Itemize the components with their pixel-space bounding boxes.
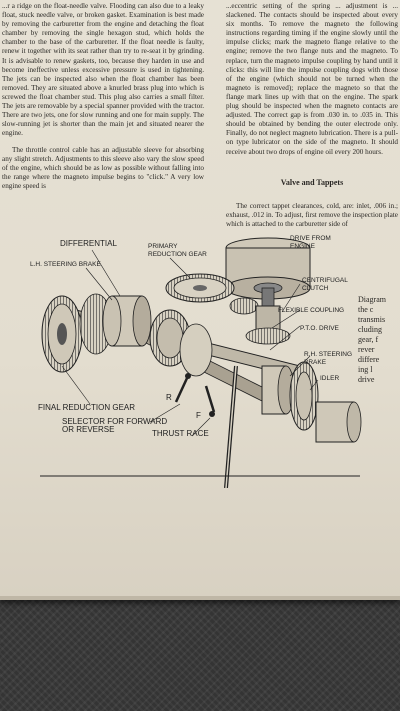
caption-line: drive bbox=[358, 375, 375, 384]
caption-line: differe bbox=[358, 355, 380, 364]
label-differential: DIFFERENTIAL bbox=[60, 239, 117, 248]
label-final-reduction-gear: FINAL REDUCTION GEAR bbox=[38, 403, 135, 412]
label-flexible-coupling: FLEXIBLE COUPLING bbox=[278, 307, 344, 314]
idler-gear bbox=[289, 361, 362, 443]
label-lh-steering-brake: L.H. STEERING BRAKE bbox=[30, 261, 101, 268]
label-letter-f: F bbox=[196, 411, 201, 420]
caption-line: the c bbox=[358, 305, 374, 314]
right-column-top-text: ...eccentric setting of the spring ... a… bbox=[226, 2, 398, 156]
centrifugal-clutch bbox=[245, 305, 291, 345]
left-column-top-text: ...r a ridge on the float-needle valve. … bbox=[2, 2, 204, 138]
selector-lever bbox=[174, 365, 238, 488]
caption-line: transmis bbox=[358, 315, 386, 324]
leader-lines bbox=[61, 249, 319, 437]
right-column-bottom-text: The correct tappet clearances, cold, are… bbox=[226, 202, 398, 229]
label-thrust-race: THRUST RACE bbox=[152, 429, 209, 438]
caption-line: Diagram bbox=[358, 295, 386, 304]
caption-line: rever bbox=[358, 345, 375, 354]
caption-line: cluding bbox=[358, 325, 382, 334]
primary-reduction-gear bbox=[165, 273, 259, 315]
caption-line: gear, f bbox=[358, 335, 379, 344]
book-page: ...r a ridge on the float-needle valve. … bbox=[0, 0, 400, 600]
label-idler: IDLER bbox=[320, 375, 339, 382]
differential bbox=[149, 309, 213, 377]
final-reduction-gear bbox=[41, 293, 113, 373]
rh-steering-brake bbox=[261, 365, 295, 415]
engine-drive-drum bbox=[225, 237, 311, 307]
label-pto-drive: P.T.O. DRIVE bbox=[300, 325, 340, 332]
section-heading: Valve and Tappets bbox=[280, 178, 344, 187]
floor-background bbox=[0, 600, 400, 711]
lh-steering-brake bbox=[102, 295, 152, 347]
label-letter-r: R bbox=[166, 393, 172, 402]
page-edge bbox=[0, 596, 400, 600]
left-column-bottom-text: The throttle control cable has an adjust… bbox=[2, 146, 204, 191]
caption-line: ing l bbox=[358, 365, 373, 374]
